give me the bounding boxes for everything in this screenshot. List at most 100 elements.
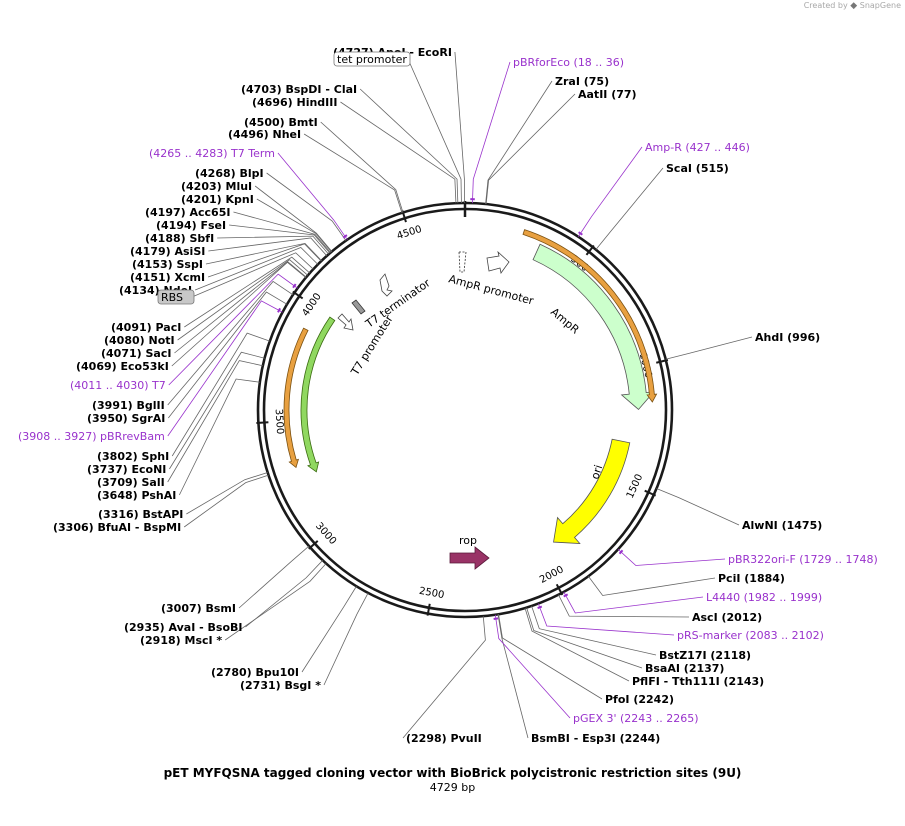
- enzyme-site-label[interactable]: BstZ17I (2118): [659, 649, 751, 662]
- enzyme-site-label[interactable]: (4153) SspI: [132, 258, 203, 271]
- enzyme-site-label[interactable]: AatII (77): [578, 88, 637, 101]
- enzyme-site-label[interactable]: (3991) BglII: [92, 399, 165, 412]
- ampr-label: AmpR: [548, 305, 582, 336]
- leader-line: [229, 224, 331, 254]
- ampr-promoter-label: AmpR promoter: [447, 272, 535, 307]
- ori-feature-arrow[interactable]: [553, 438, 631, 544]
- enzyme-site-label[interactable]: (3802) SphI: [97, 450, 169, 463]
- enzyme-site-label[interactable]: (4268) BlpI: [195, 167, 264, 180]
- primer-orange-arrow-right[interactable]: [522, 229, 658, 403]
- tick-label: 4000: [300, 291, 323, 318]
- primer-green-arrow-left[interactable]: [300, 316, 336, 473]
- enzyme-site-label[interactable]: (2935) AvaI - BsoBI: [124, 621, 243, 634]
- enzyme-site-label[interactable]: (3648) PshAI: [97, 489, 176, 502]
- label-leader-lines: [167, 51, 753, 739]
- enzyme-site-label[interactable]: (2780) Bpu10I: [211, 666, 299, 679]
- t7-promoter-arrow[interactable]: [337, 313, 354, 331]
- tick-mark: [256, 421, 269, 424]
- enzyme-site-label[interactable]: (3737) EcoNI: [87, 463, 166, 476]
- enzyme-site-label[interactable]: (4203) MluI: [181, 180, 252, 193]
- enzyme-site-label[interactable]: (2731) BsgI *: [240, 679, 321, 692]
- leader-line: [407, 58, 462, 204]
- enzyme-site-label[interactable]: (3316) BstAPI: [98, 508, 183, 521]
- enzyme-site-label[interactable]: (3709) SalI: [97, 476, 165, 489]
- enzyme-site-label[interactable]: (3007) BsmI: [161, 602, 236, 615]
- primer-orange-arrow-left[interactable]: [283, 327, 309, 469]
- primer-site-marker: [342, 234, 348, 239]
- enzyme-site-label[interactable]: PfoI (2242): [605, 693, 674, 706]
- enzyme-site-label[interactable]: AscI (2012): [692, 611, 762, 624]
- leader-line: [537, 603, 675, 636]
- snapgene-credit: Created by ◆ SnapGene: [804, 1, 901, 11]
- enzyme-site-label[interactable]: (4496) NheI: [228, 128, 301, 141]
- enzyme-site-label[interactable]: (4201) KpnI: [181, 193, 254, 206]
- enzyme-site-label[interactable]: (4194) FseI: [156, 219, 226, 232]
- enzyme-site-label[interactable]: (3306) BfuAI - BspMI: [53, 521, 181, 534]
- enzyme-site-label[interactable]: (4080) NotI: [104, 334, 175, 347]
- enzyme-site-label[interactable]: BsmBI - Esp3I (2244): [531, 732, 660, 745]
- primer-site-label[interactable]: Amp-R (427 .. 446): [645, 141, 750, 154]
- leader-line: [558, 594, 690, 618]
- enzyme-site-label[interactable]: (4151) XcmI: [130, 271, 205, 284]
- leader-line: [665, 336, 753, 360]
- primer-site-label[interactable]: L4440 (1982 .. 1999): [706, 591, 822, 604]
- enzyme-site-label[interactable]: (4500) BmtI: [244, 116, 318, 129]
- enzyme-site-label[interactable]: AhdI (996): [755, 331, 820, 344]
- leader-line: [186, 472, 268, 515]
- enzyme-site-label[interactable]: (2918) MscI *: [140, 634, 222, 647]
- ampr-promoter-arrow[interactable]: [486, 250, 510, 274]
- leader-line: [194, 247, 319, 291]
- leader-line: [245, 560, 323, 628]
- leader-line: [577, 146, 643, 237]
- enzyme-site-label[interactable]: (2298) PvuII: [406, 732, 482, 745]
- leader-line: [167, 360, 263, 483]
- tick-label: 2000: [538, 564, 566, 586]
- enzyme-site-label[interactable]: (4069) Eco53kI: [76, 360, 169, 373]
- enzyme-site-label[interactable]: ZraI (75): [555, 75, 609, 88]
- leader-line: [205, 242, 322, 265]
- leader-line: [207, 243, 322, 278]
- feature-arrows: [283, 229, 658, 570]
- enzyme-site-label[interactable]: PflFI - Tth111I (2143): [632, 675, 764, 688]
- tick-label: 4500: [396, 224, 424, 242]
- primer-site-label[interactable]: pRS-marker (2083 .. 2102): [677, 629, 824, 642]
- enzyme-site-label[interactable]: PciI (1884): [718, 572, 785, 585]
- enzyme-site-label[interactable]: (4091) PacI: [111, 321, 181, 334]
- enzyme-site-label[interactable]: BsaAI (2137): [645, 662, 724, 675]
- primer-site-label[interactable]: (3908 .. 3927) pBRrevBam: [18, 430, 165, 443]
- tick-mark: [555, 583, 564, 596]
- primer-site-label[interactable]: pBR322ori-F (1729 .. 1748): [728, 553, 878, 566]
- enzyme-site-label[interactable]: (4197) Acc65I: [145, 206, 230, 219]
- enzyme-site-label[interactable]: (4071) SacI: [101, 347, 171, 360]
- primer-site-label[interactable]: pBRforEco (18 .. 36): [513, 56, 624, 69]
- leader-line: [485, 80, 553, 205]
- primer-site-label[interactable]: (4011 .. 4030) T7: [70, 379, 166, 392]
- enzyme-site-label[interactable]: ScaI (515): [666, 162, 729, 175]
- lac-operator-bar[interactable]: [351, 299, 366, 315]
- leader-line: [524, 607, 630, 682]
- tick-mark: [585, 244, 595, 256]
- ampr-feature-arrow[interactable]: [532, 243, 655, 411]
- leader-line: [497, 614, 529, 739]
- tet-promoter-badge: [333, 51, 411, 67]
- rop-feature-arrow[interactable]: [449, 546, 490, 570]
- snapgene-logo-text: SnapGene: [859, 1, 901, 10]
- leader-line: [217, 235, 329, 255]
- primer-site-label[interactable]: pGEX 3' (2243 .. 2265): [573, 712, 699, 725]
- rbs-label[interactable]: RBS: [161, 291, 183, 304]
- leader-line: [167, 300, 283, 437]
- t7-terminator-arrow[interactable]: [379, 273, 393, 297]
- tet-promoter-label[interactable]: tet promoter: [337, 53, 407, 66]
- t7-terminator-label: T7 terminator: [362, 276, 433, 331]
- enzyme-site-label[interactable]: (4188) SbfI: [145, 232, 214, 245]
- leader-line: [454, 51, 465, 204]
- ampr-start-marker: [458, 251, 467, 273]
- leader-line: [526, 607, 643, 669]
- enzyme-site-label[interactable]: (4179) AsiSI: [130, 245, 205, 258]
- enzyme-site-label[interactable]: AlwNI (1475): [742, 519, 822, 532]
- enzyme-site-label[interactable]: (4696) HindIII: [252, 96, 337, 109]
- leader-line: [323, 592, 369, 686]
- primer-site-label[interactable]: (4265 .. 4283) T7 Term: [149, 147, 275, 160]
- enzyme-site-label[interactable]: (3950) SgrAI: [87, 412, 165, 425]
- enzyme-site-label[interactable]: (4703) BspDI - ClaI: [241, 83, 357, 96]
